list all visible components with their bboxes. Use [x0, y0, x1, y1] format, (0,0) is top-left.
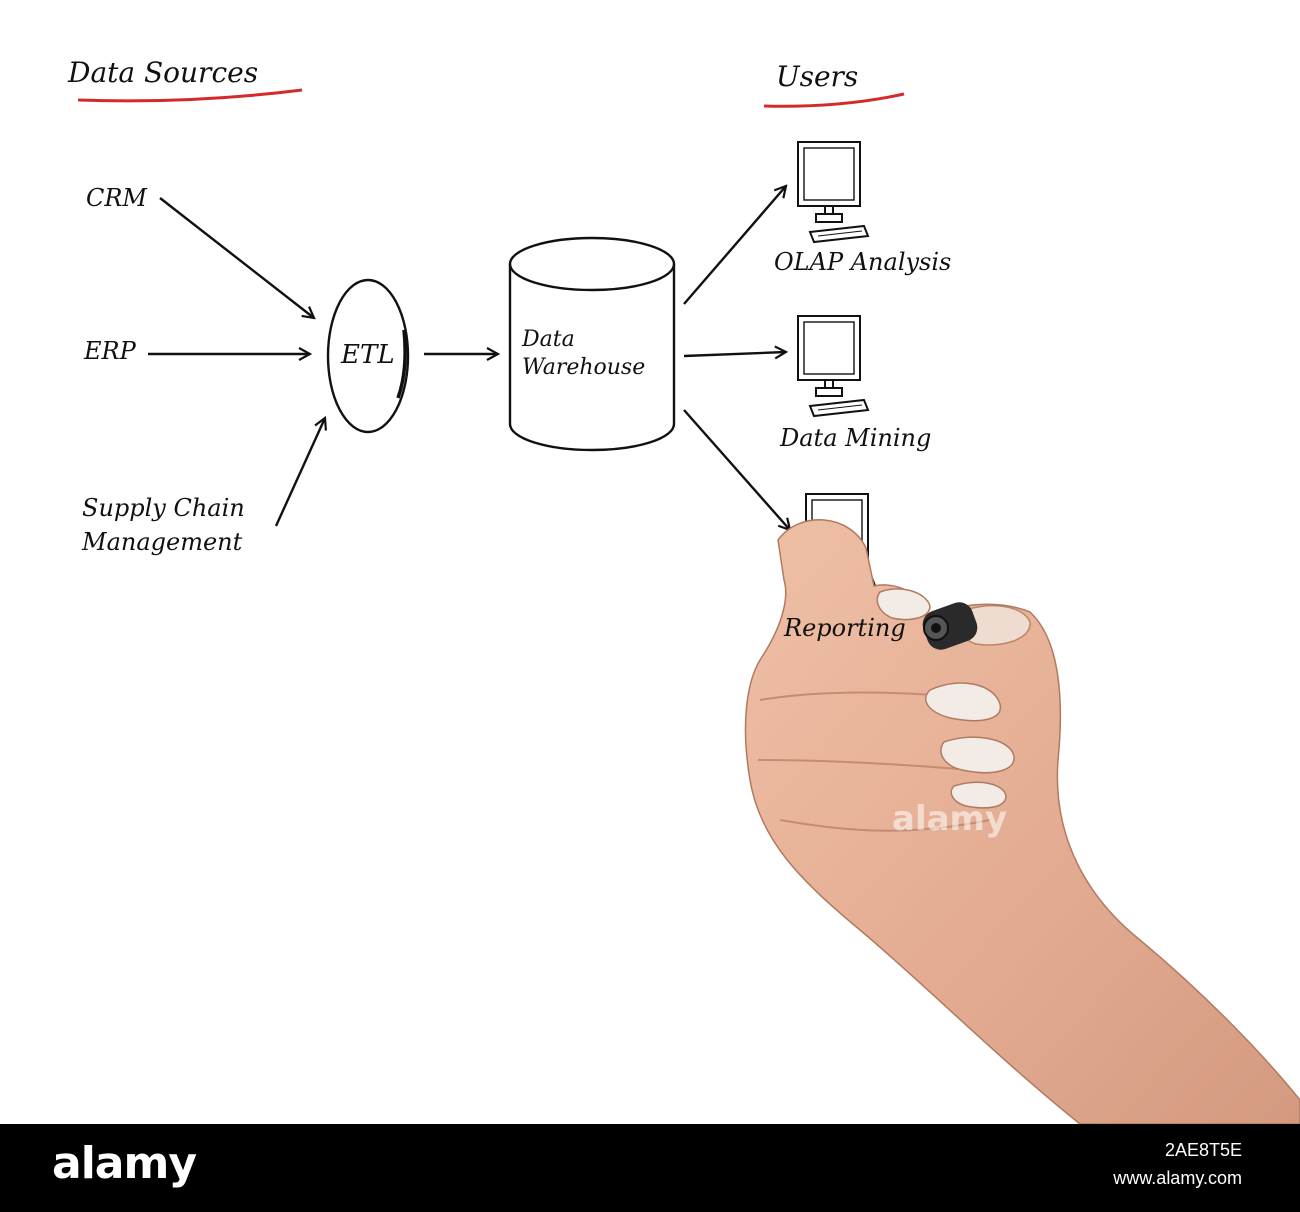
reporting-label: Reporting [783, 614, 906, 642]
users-heading: Users [776, 60, 858, 93]
arrow-crm-to-etl [159, 197, 314, 318]
data-sources-underline [77, 88, 303, 103]
source-scm-line1: Supply Chain [82, 494, 245, 522]
etl-node [326, 278, 410, 434]
source-erp: ERP [83, 337, 137, 365]
users-underline [763, 92, 905, 108]
marker-pen [922, 602, 978, 650]
computer-icon [797, 141, 870, 244]
etl-stroke-accent [396, 329, 407, 399]
footer-brand-logo: alamy [52, 1138, 197, 1189]
data-sources-heading: Data Sources [67, 56, 258, 89]
etl-label: ETL [340, 340, 395, 370]
arrow-warehouse-to-olap [683, 186, 786, 305]
warehouse-label-line2: Warehouse [522, 355, 645, 380]
arrow-warehouse-to-mining [683, 352, 786, 356]
source-crm: CRM [86, 184, 148, 212]
arrow-warehouse-to-reporting [683, 409, 790, 530]
source-scm-line2: Management [81, 528, 243, 556]
data-warehouse-cylinder [508, 236, 676, 452]
diagram-canvas: Data Sources Users CRM ERP Supply Chain … [67, 56, 1300, 1124]
data-mining-label: Data Mining [779, 424, 931, 452]
footer-bar: alamy 2AE8T5E www.alamy.com [0, 1124, 1300, 1212]
footer-url: www.alamy.com [1113, 1168, 1242, 1188]
computer-icon [797, 315, 870, 418]
watermark-text: alamy [892, 799, 1007, 839]
hand-illustration [744, 519, 1300, 1124]
warehouse-label-line1: Data [521, 327, 575, 352]
arrow-scm-to-etl [274, 418, 325, 527]
olap-analysis-label: OLAP Analysis [774, 248, 951, 276]
footer-image-id: 2AE8T5E [1164, 1140, 1242, 1160]
